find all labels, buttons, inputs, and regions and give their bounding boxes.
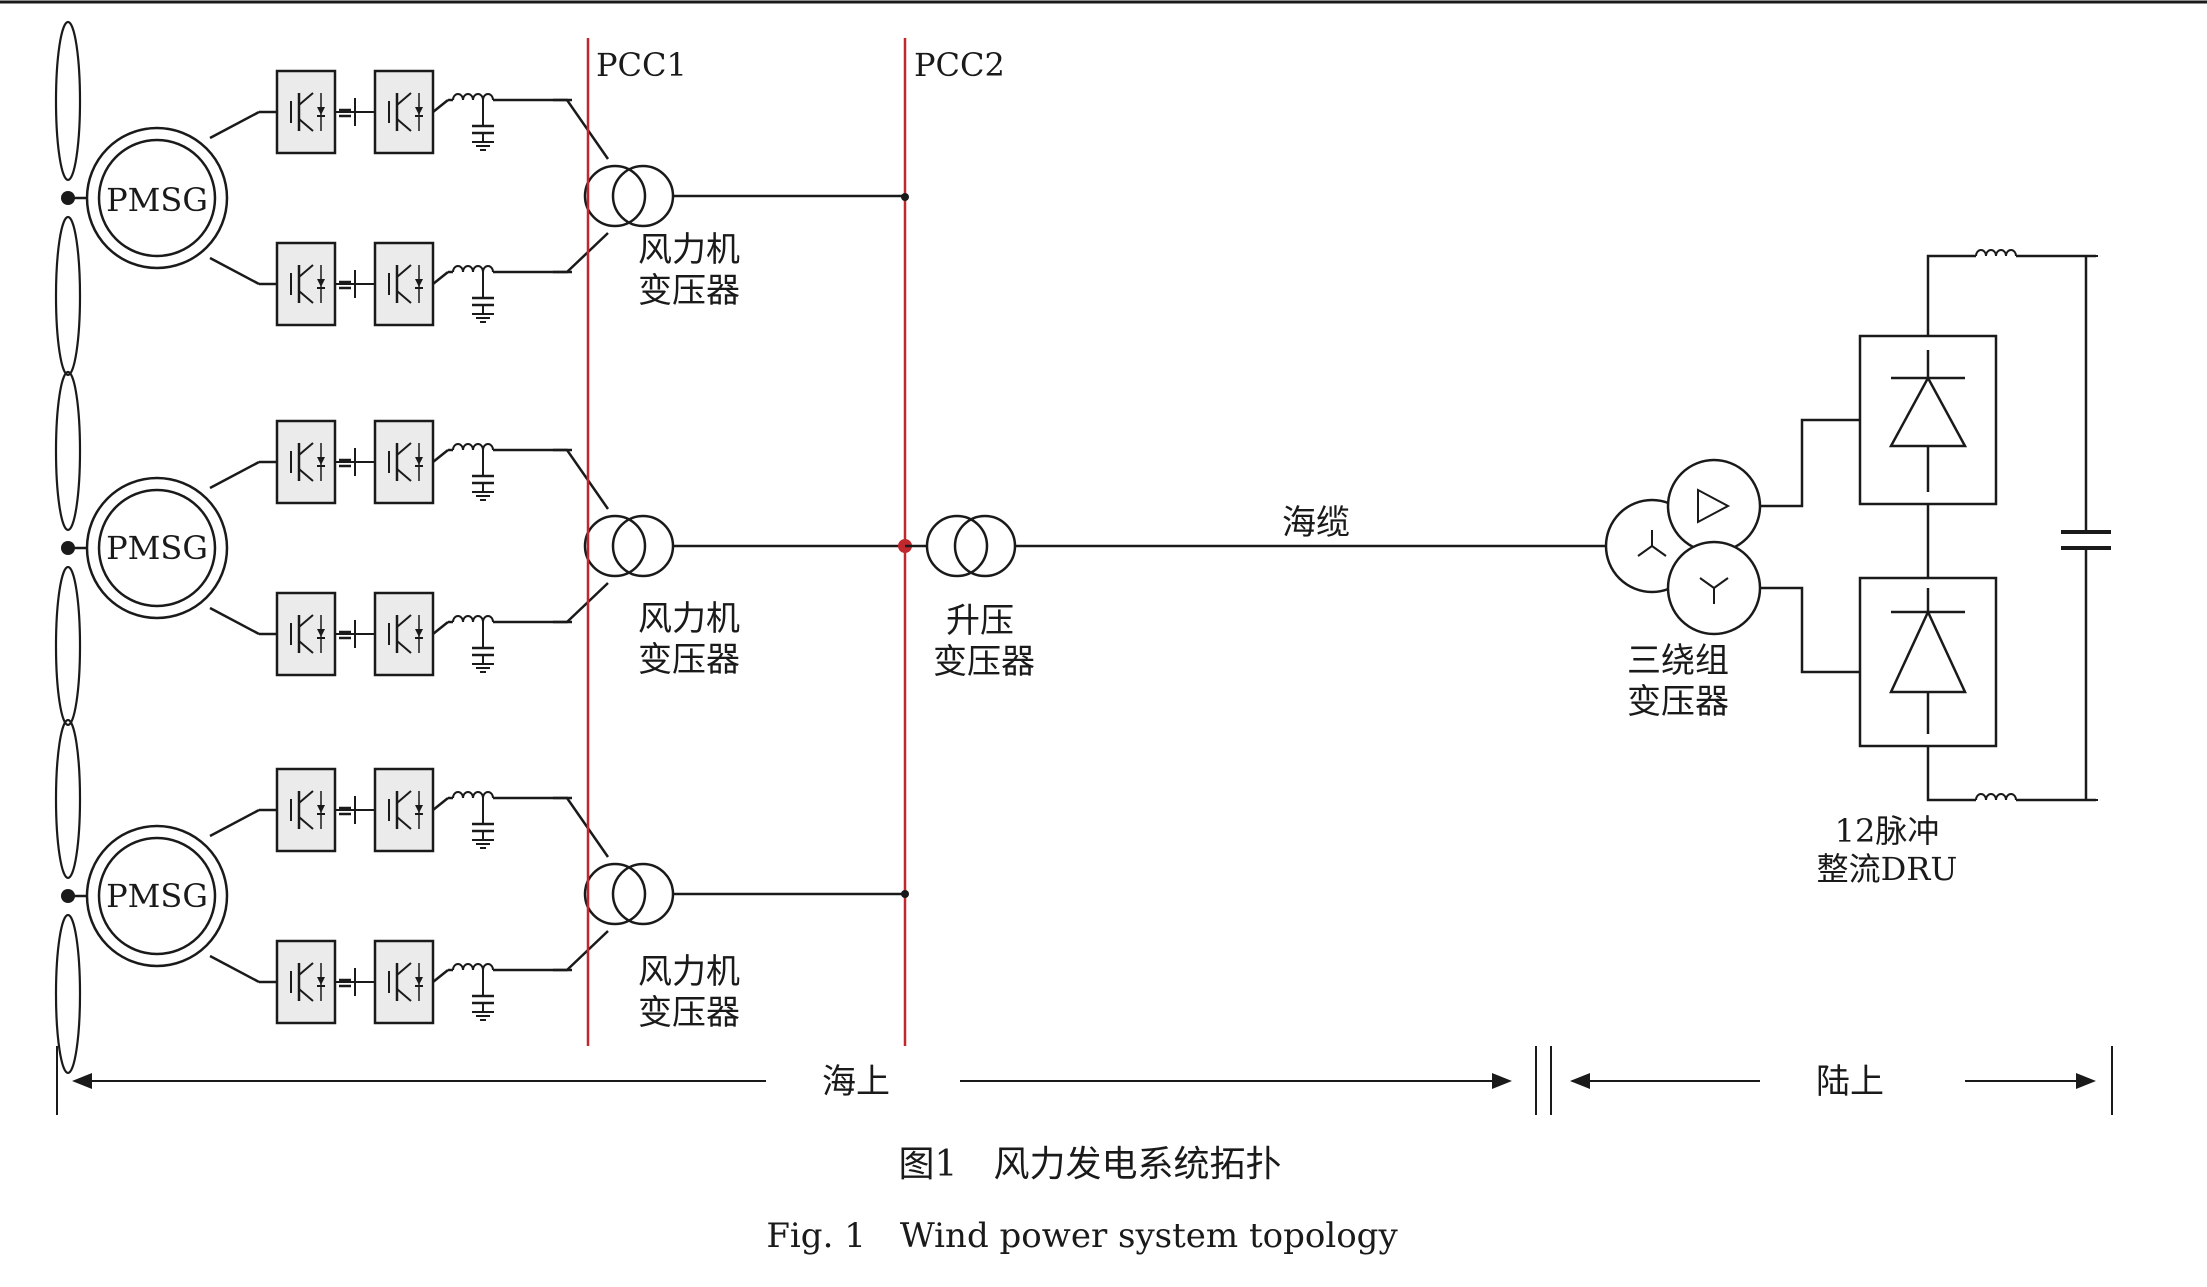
pcc2-node-3: [901, 890, 909, 898]
pcc1-label: PCC1: [596, 46, 687, 84]
pmsg-label-2: PMSG: [106, 529, 208, 567]
turbine-unit-1: PMSG 风力机 变压器: [56, 22, 906, 375]
sea-cable-label: 海缆: [1282, 503, 1350, 543]
caption-cn: 图1 风力发电系统拓扑: [899, 1144, 1282, 1185]
dru-label-a: 12脉冲: [1835, 812, 1940, 850]
wt-transformer-label-2b: 变压器: [638, 640, 740, 680]
onshore-span: 陆上: [1570, 1046, 2113, 1115]
offshore-label: 海上: [822, 1062, 890, 1102]
turbine-unit-3: PMSG 风力机 变压器: [56, 720, 906, 1073]
sea-cable: 海缆: [1015, 503, 1606, 548]
dru-label-b: 整流DRU: [1817, 850, 1958, 888]
pcc2-label: PCC2: [914, 46, 1005, 84]
wt-transformer-label-2a: 风力机: [638, 599, 740, 639]
stepup-label-a: 升压: [946, 601, 1014, 641]
turbine-unit-2: PMSG 风力机 变压器: [56, 372, 906, 725]
onshore-label: 陆上: [1816, 1062, 1884, 1102]
wt-transformer-label-3b: 变压器: [638, 993, 740, 1033]
three-winding-transformer: 三绕组 变压器: [1604, 458, 1762, 722]
pmsg-label-1: PMSG: [106, 181, 208, 219]
wt-transformer-label-3a: 风力机: [638, 952, 740, 992]
wt-transformer-label-1a: 风力机: [638, 230, 740, 270]
wt-transformer-label-1b: 变压器: [638, 271, 740, 311]
dru-rectifier: 12脉冲 整流DRU: [1760, 249, 2111, 888]
caption-en: Fig. 1 Wind power system topology: [766, 1216, 1398, 1256]
offshore-span: 海上: [56, 1046, 1552, 1115]
stepup-transformer: 升压 变压器: [905, 514, 1035, 682]
stepup-label-b: 变压器: [933, 642, 1035, 682]
three-winding-label-b: 变压器: [1627, 682, 1729, 722]
three-winding-label-a: 三绕组: [1627, 641, 1729, 681]
pmsg-label-3: PMSG: [106, 877, 208, 915]
pcc-lines: PCC1 PCC2: [586, 38, 1005, 1046]
pcc2-node-1: [901, 193, 909, 201]
